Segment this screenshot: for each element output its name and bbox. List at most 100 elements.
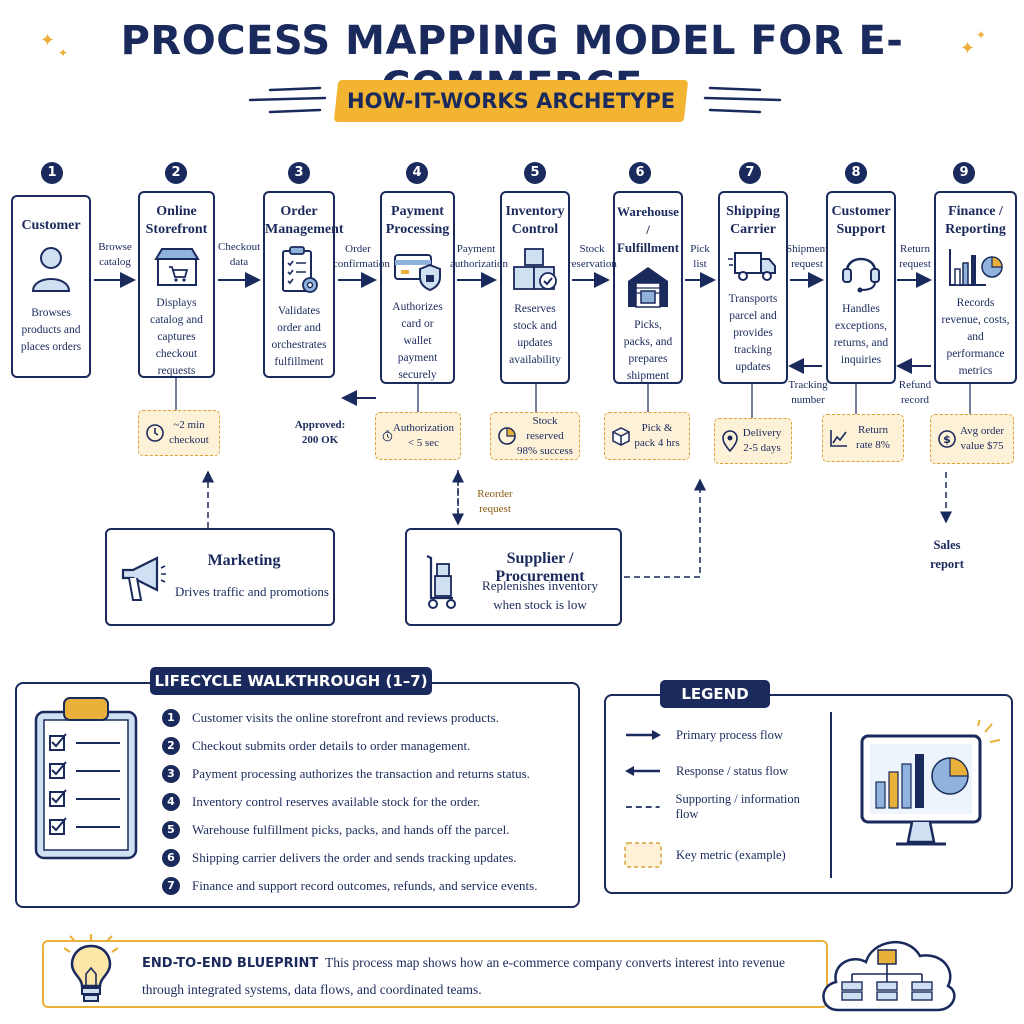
truck-icon	[728, 252, 776, 281]
metric-checkout-time: ~2 min checkout	[138, 410, 220, 456]
card-shield-icon	[393, 254, 441, 292]
flow-label-return-request: Return request	[899, 243, 931, 270]
list-item-text: Warehouse fulfillment picks, packs, and …	[192, 822, 510, 837]
step-number-badge: 9	[953, 162, 975, 184]
metric-text: Stock reserved 98% success	[517, 414, 573, 457]
metric-text: Authorization < 5 sec	[392, 422, 454, 449]
step-title: Online Storefront	[145, 204, 208, 237]
list-item: 1 Customer visits the online storefront a…	[162, 704, 572, 732]
list-item-text: Shipping carrier delivers the order and …	[192, 850, 517, 865]
list-item: 5 Warehouse fulfillment picks, packs, and…	[162, 816, 572, 844]
step-desc: Browses products and places orders	[20, 307, 82, 353]
step-title: Customer Support	[831, 204, 891, 237]
stopwatch-icon	[382, 430, 393, 442]
metric-return-rate: Return rate 8%	[822, 414, 904, 462]
step-title: Finance / Reporting	[945, 204, 1006, 237]
step-title: Shipping Carrier	[726, 204, 780, 237]
legend-divider	[830, 712, 832, 878]
flow-label-checkout-data: Checkout data	[218, 241, 261, 268]
list-item-text: Payment processing authorizes the transa…	[192, 766, 530, 781]
footer-line-2: through integrated systems, data flows, …	[142, 982, 482, 997]
lightbulb-icon	[63, 934, 119, 1002]
flow-label-payment-authorization: Payment authorization	[450, 243, 509, 270]
support-marketing[interactable]: Marketing Drives traffic and promotions	[105, 528, 335, 626]
flow-label-pick-list: Pick list	[690, 243, 710, 270]
step-payment-processing[interactable]: Payment Processing Authorizes card or wa…	[380, 191, 455, 384]
footer-blueprint	[42, 940, 828, 1008]
monitor-chart-icon	[860, 720, 1001, 846]
flow-label-order-confirmation: Order confirmation	[333, 243, 390, 270]
dashed-line-icon	[625, 806, 660, 808]
storefront-icon	[153, 248, 200, 286]
step-warehouse-fulfillment[interactable]: Warehouse / Fulfillment Picks, packs, an…	[613, 191, 683, 384]
step-inventory-control[interactable]: Inventory Control Reserves stock and upd…	[500, 191, 570, 384]
support-supplier-procurement[interactable]: Supplier / Procurement Replenishes inven…	[405, 528, 622, 626]
step-finance-reporting[interactable]: Finance / Reporting Records revenue, cos…	[934, 191, 1017, 384]
clipboard-gear-icon	[282, 246, 318, 293]
metric-delivery-time: Delivery 2-5 days	[714, 418, 792, 464]
list-item-text: Inventory control reserves available sto…	[192, 794, 481, 809]
support-title: Supplier / Procurement	[495, 550, 585, 585]
checklist-clipboard-icon	[34, 697, 138, 860]
step-number-badge: 5	[524, 162, 546, 184]
banner-dash-lines	[703, 86, 782, 114]
step-online-storefront[interactable]: Online Storefront Displays catalog and c…	[138, 191, 215, 378]
step-desc: Handles exceptions, returns, and inquiri…	[833, 303, 889, 366]
chart-icon	[948, 249, 1003, 286]
flow-label-browse-catalog: Browse catalog	[98, 241, 132, 268]
flow-label-stock-reservation: Stock reservation	[568, 243, 617, 270]
step-order-management[interactable]: Order Management Validates order and orc…	[263, 191, 344, 378]
step-number-badge: 4	[406, 162, 428, 184]
step-desc: Records revenue, costs, and performance …	[941, 297, 1010, 377]
clock-icon	[146, 424, 164, 442]
legend-label: Primary process flow	[676, 727, 783, 742]
step-customer-support[interactable]: Customer Support Handles exceptions, ret…	[826, 191, 896, 384]
support-title: Marketing	[207, 552, 281, 569]
boxes-check-icon	[513, 248, 557, 290]
sparkle-icon: ✦	[40, 30, 56, 51]
legend-item-supporting: Supporting / information flow	[624, 789, 824, 825]
footer-heading: END-TO-END BLUEPRINT	[142, 956, 319, 971]
lifecycle-list: 1 Customer visits the online storefront a…	[162, 704, 572, 900]
step-desc: Picks, packs, and prepares shipment	[623, 319, 673, 382]
step-shipping-carrier[interactable]: Shipping Carrier Transports parcel and p…	[718, 191, 788, 384]
megaphone-icon	[121, 556, 166, 601]
headset-icon	[842, 257, 880, 293]
legend-label: Response / status flow	[676, 763, 789, 778]
flow-label-tracking-number: Tracking number	[788, 379, 828, 406]
step-customer[interactable]: Customer Browses products and places ord…	[11, 195, 91, 378]
list-item: 6 Shipping carrier delivers the order and…	[162, 844, 572, 872]
step-desc: Authorizes card or wallet payment secure…	[392, 301, 443, 381]
metric-box-icon	[624, 842, 662, 868]
hand-truck-icon	[426, 555, 456, 609]
lifecycle-title: LIFECYCLE WALKTHROUGH (1–7)	[150, 667, 432, 695]
support-desc: Drives traffic and promotions	[175, 584, 329, 599]
metric-pick-pack: Pick & pack 4 hrs	[604, 412, 690, 460]
list-item-number: 5	[162, 821, 180, 839]
legend-list: Primary process flow Response / status f…	[624, 717, 824, 873]
step-title: Warehouse / Fulfillment	[616, 204, 680, 255]
sparkle-icon: ✦	[58, 46, 69, 60]
svg-text:$: $	[943, 433, 951, 446]
list-item-number: 1	[162, 709, 180, 727]
step-desc: Transports parcel and provides tracking …	[728, 293, 778, 373]
arrow-left-icon	[625, 766, 660, 776]
step-number-badge: 3	[288, 162, 310, 184]
step-title: Customer	[21, 218, 81, 233]
legend-item-response: Response / status flow	[624, 753, 824, 789]
legend-label: Key metric (example)	[676, 847, 786, 862]
banner-dash-lines	[248, 86, 327, 114]
step-desc: Reserves stock and updates availability	[509, 303, 561, 366]
step-number-badge: 6	[629, 162, 651, 184]
step-title: Order Management	[265, 204, 344, 237]
list-item-number: 7	[162, 877, 180, 895]
list-item-text: Customer visits the online storefront an…	[192, 710, 499, 725]
list-item-number: 6	[162, 849, 180, 867]
step-title: Payment Processing	[385, 204, 450, 237]
metric-stock-reserved: Stock reserved 98% success	[490, 412, 580, 460]
